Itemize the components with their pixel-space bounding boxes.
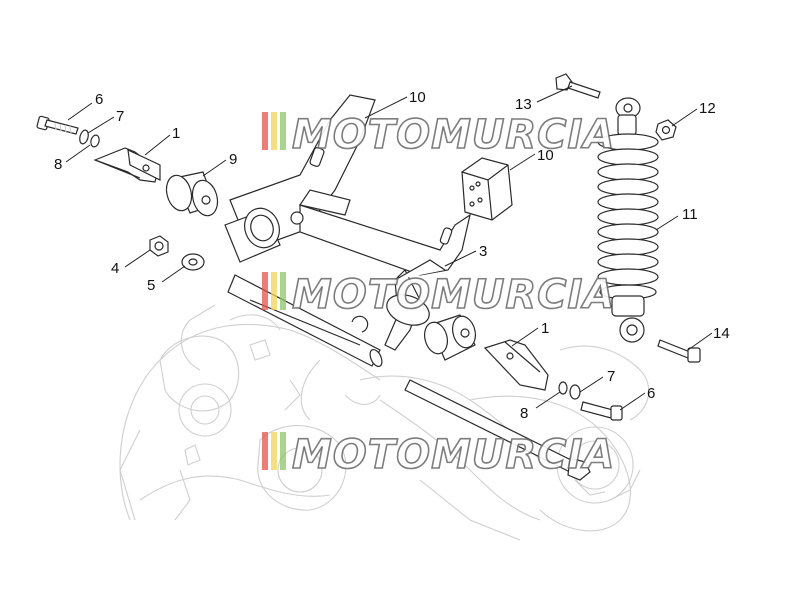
watermark-bottom: MOTOMURCIA <box>262 431 615 479</box>
callout-1-right: 1 <box>541 320 549 337</box>
watermark-text: MOTOMURCIA <box>292 272 615 318</box>
callout-4: 4 <box>111 260 119 277</box>
washer-5 <box>181 253 205 271</box>
callout-1-left: 1 <box>172 125 180 142</box>
bolt-13 <box>555 73 601 99</box>
callout-9: 9 <box>229 151 237 168</box>
callout-3: 3 <box>479 243 487 260</box>
rubber-block-10 <box>461 157 513 221</box>
bracket-1-right <box>483 339 549 391</box>
callout-10-right: 10 <box>537 147 554 164</box>
callout-11: 11 <box>682 206 698 223</box>
callout-10-top: 10 <box>409 89 426 106</box>
bolt-6-right <box>580 401 623 421</box>
nut-4 <box>149 235 169 257</box>
callout-14: 14 <box>713 325 730 342</box>
watermark-stripe-yellow <box>271 432 277 470</box>
callout-7-right: 7 <box>607 368 615 385</box>
callout-5: 5 <box>147 277 155 294</box>
leader-lines <box>65 85 713 411</box>
spring-coils <box>597 133 659 300</box>
bolt-14 <box>657 339 701 363</box>
watermark-text: MOTOMURCIA <box>292 432 615 478</box>
washer-7-left <box>79 129 89 145</box>
callout-6-top-left: 6 <box>95 91 103 108</box>
nut-12 <box>655 119 677 141</box>
bracket-1-left <box>93 147 161 183</box>
watermark-text: MOTOMURCIA <box>292 112 615 158</box>
callout-8-right: 8 <box>520 405 528 422</box>
watermark-stripe-green <box>280 272 286 310</box>
shock-absorber <box>597 97 659 343</box>
callout-7-top-left: 7 <box>116 108 124 125</box>
callout-12: 12 <box>699 100 716 117</box>
washer-8-right <box>558 381 568 395</box>
watermark-stripe-green <box>280 432 286 470</box>
watermark-stripe-yellow <box>271 112 277 150</box>
callout-13: 13 <box>515 96 532 113</box>
washer-8-left <box>90 134 100 148</box>
callout-labels: 6 7 8 1 9 10 10 13 12 11 3 4 5 1 14 7 8 … <box>54 89 730 422</box>
long-bolt <box>404 379 591 481</box>
watermark-middle: MOTOMURCIA <box>262 271 615 319</box>
washer-7-right <box>569 384 581 400</box>
watermark-stripe-red <box>262 112 268 150</box>
watermark-stripe-yellow <box>271 272 277 310</box>
circlip <box>351 315 369 333</box>
callout-6-right: 6 <box>647 385 655 402</box>
watermark-top: MOTOMURCIA <box>262 111 615 159</box>
bolt-6-left <box>36 115 79 135</box>
arm-bushing <box>224 207 281 263</box>
callout-8-left: 8 <box>54 156 62 173</box>
bushing-right <box>423 314 477 361</box>
engine-outline <box>119 304 650 541</box>
bushing-9 <box>165 171 219 217</box>
watermark-stripe-red <box>262 432 268 470</box>
watermark-stripe-green <box>280 112 286 150</box>
watermark-stripe-red <box>262 272 268 310</box>
